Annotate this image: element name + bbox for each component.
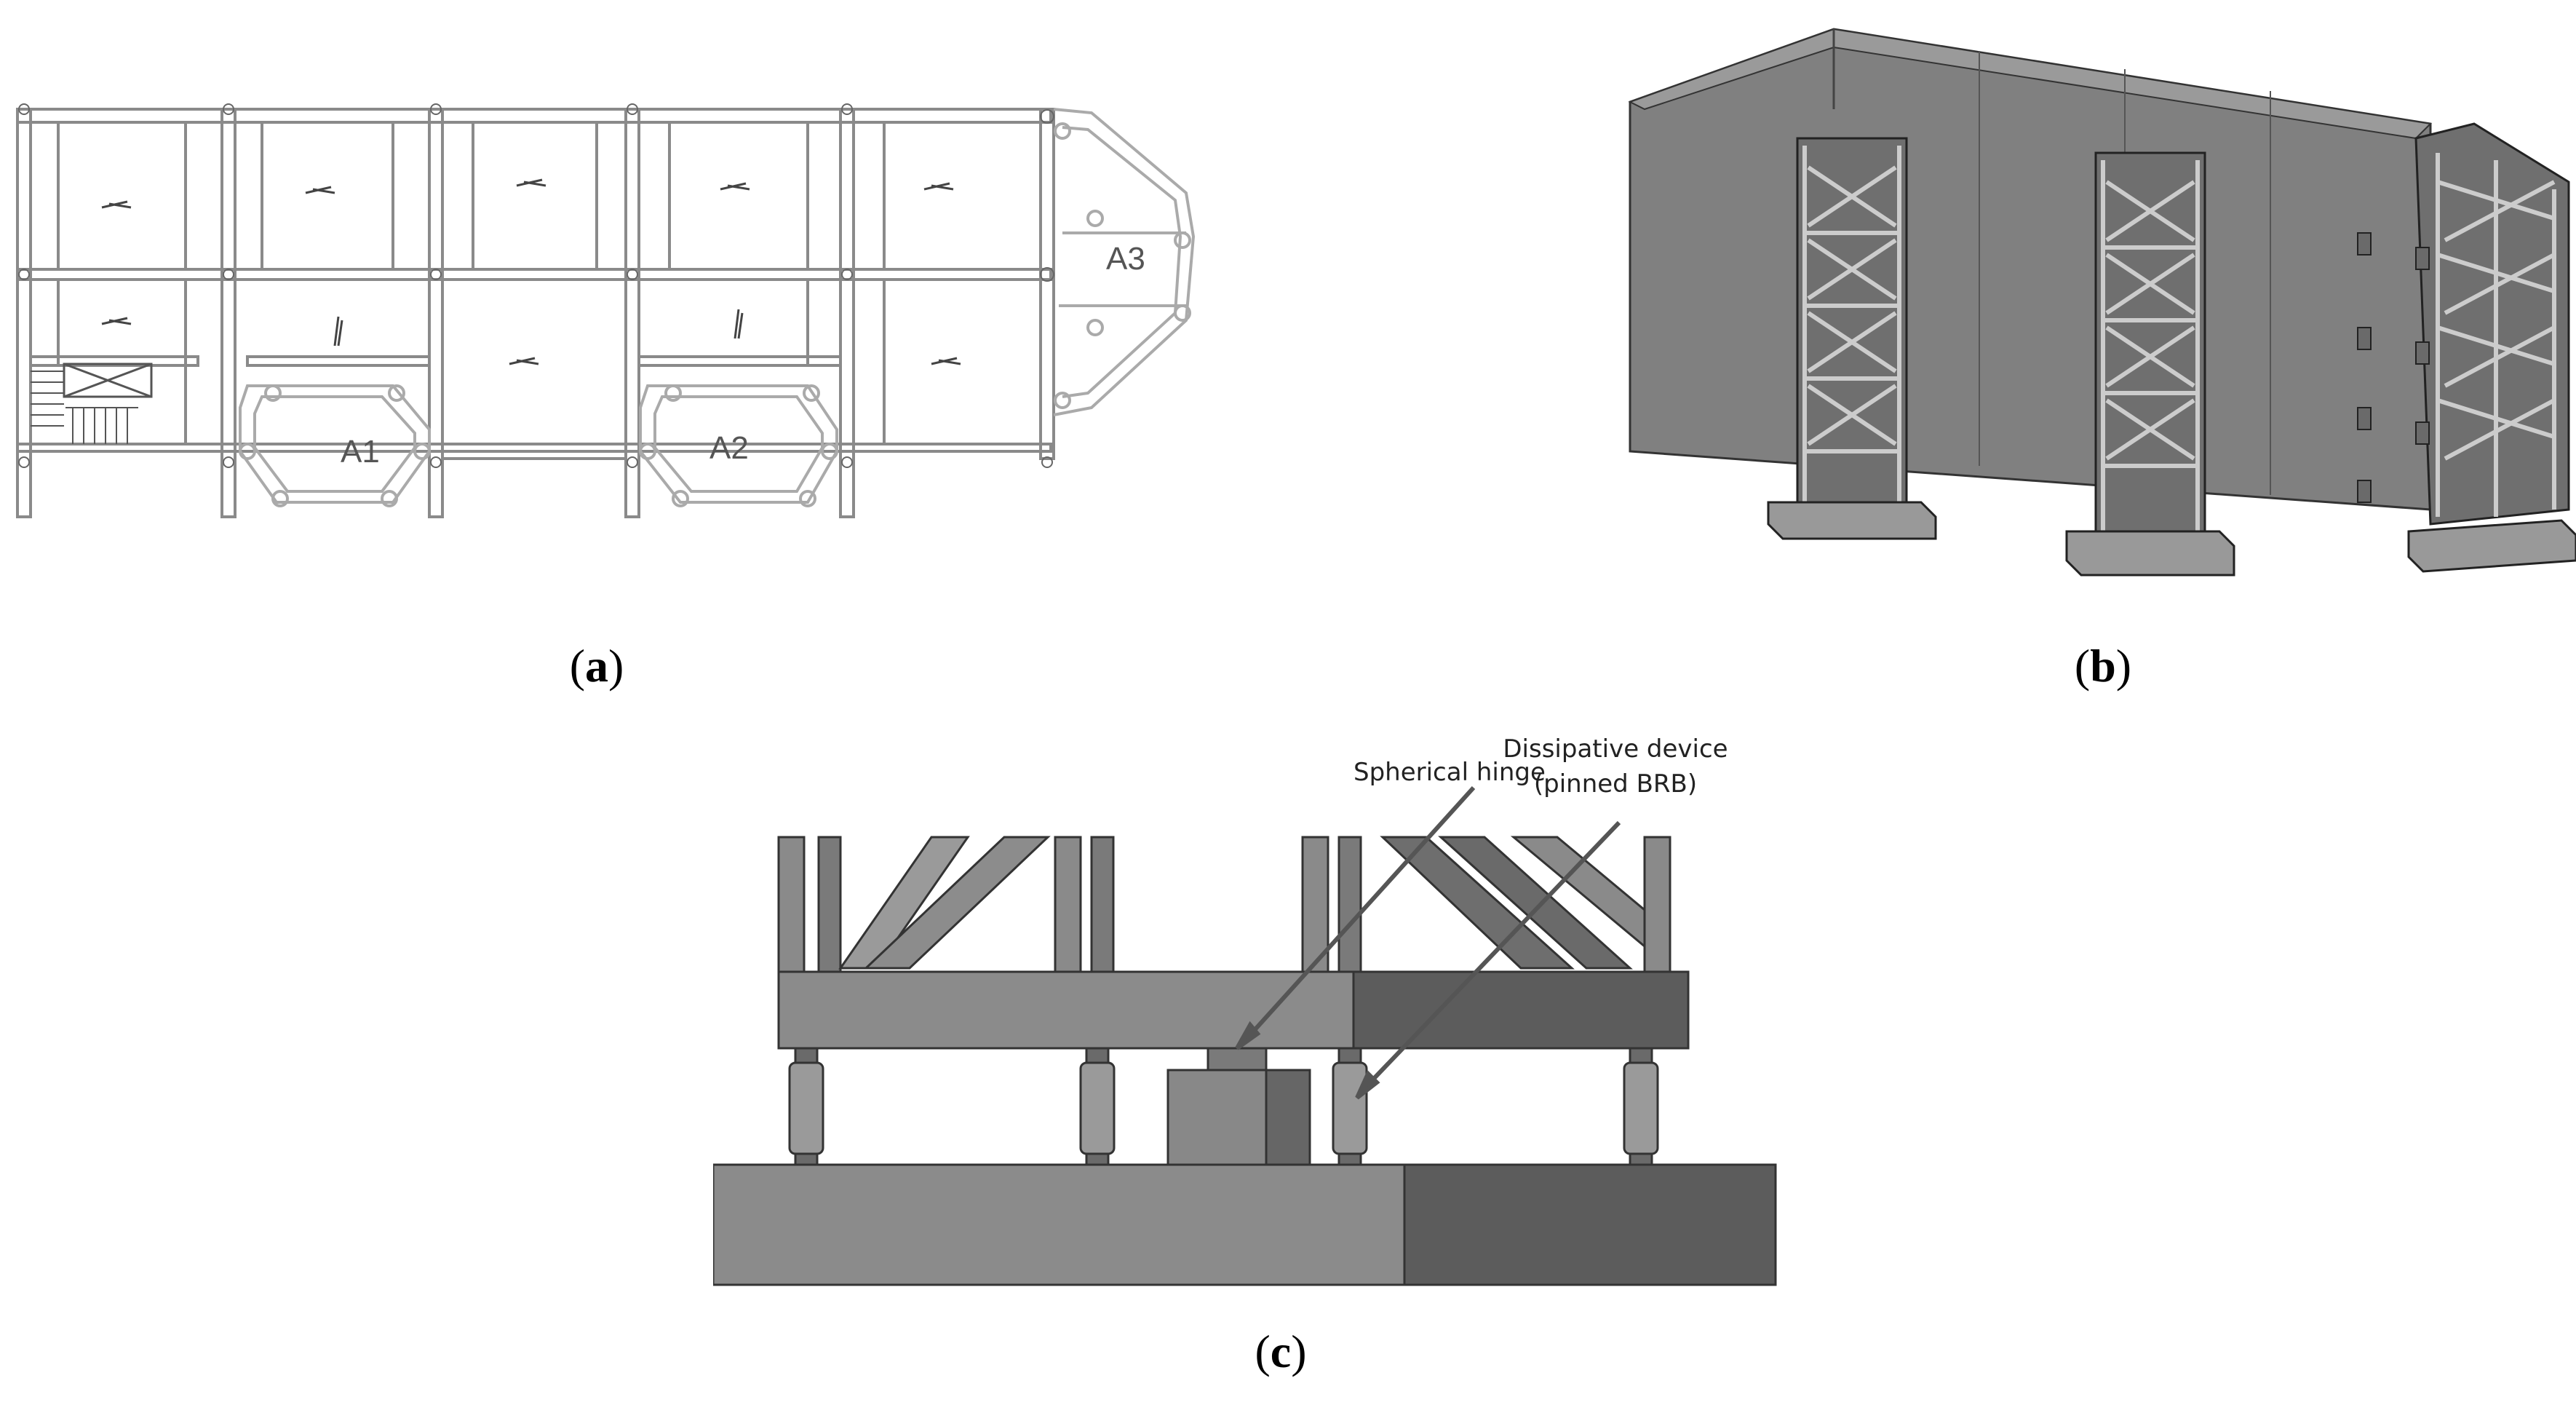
caption-a: (a)	[524, 639, 669, 693]
base-beam-front	[777, 970, 1355, 1050]
model-drawing	[1628, 28, 2576, 577]
floor-plan-drawing: A1 A2 A3	[16, 103, 1196, 518]
area-label-a3: A3	[1106, 241, 1145, 277]
stair-symbol	[31, 363, 153, 444]
label-spherical-hinge: Spherical hinge	[1353, 758, 1546, 787]
footing-side	[1403, 1163, 1777, 1286]
middle-beam	[16, 268, 1052, 281]
col-3	[428, 108, 444, 518]
caption-c-open: (	[1255, 1326, 1271, 1377]
annex-a3	[1053, 108, 1196, 416]
caption-c-letter: c	[1270, 1326, 1292, 1377]
truss-tower-3	[2407, 122, 2576, 573]
wall-front-face	[1629, 28, 2432, 511]
top-beam	[16, 108, 1052, 124]
area-label-a1: A1	[341, 434, 380, 470]
truss-tower-1	[1767, 137, 1937, 540]
span-arrows	[101, 178, 961, 365]
label-pinned-brb: (pinned BRB)	[1534, 769, 1697, 799]
caption-a-close: )	[608, 640, 624, 692]
caption-a-open: (	[569, 640, 585, 692]
caption-b-letter: b	[2090, 640, 2116, 692]
caption-b-open: (	[2074, 640, 2091, 692]
col-6	[1039, 108, 1055, 460]
col-5	[839, 108, 855, 518]
annex-a2	[639, 384, 838, 507]
footing-front	[713, 1163, 1406, 1286]
col-1	[16, 108, 32, 518]
annex-a1	[239, 384, 431, 507]
caption-c: (c)	[1208, 1325, 1353, 1379]
base-beam-side	[1352, 970, 1690, 1050]
col-2	[220, 108, 236, 518]
base-detail-drawing: Spherical hinge Dissipative device (pinn…	[713, 734, 1777, 1286]
label-dissipative-device: Dissipative device	[1503, 734, 1728, 764]
panel-a-floor-plan: A1 A2 A3	[0, 66, 1223, 531]
caption-b-close: )	[2115, 640, 2132, 692]
spherical-hinge	[1166, 1047, 1311, 1166]
column-markers	[18, 103, 1054, 468]
caption-b: (b)	[2030, 639, 2176, 693]
panel-b-3d-model	[1601, 0, 2576, 597]
caption-c-close: )	[1291, 1326, 1307, 1377]
annotation-arrows	[1235, 785, 1621, 1100]
col-4	[624, 108, 640, 518]
brb-devices	[788, 1047, 1659, 1170]
area-label-a2: A2	[709, 430, 749, 466]
truss-tower-2	[2065, 151, 2235, 577]
panel-c-base-detail: Spherical hinge Dissipative device (pinn…	[713, 728, 1877, 1310]
caption-a-letter: a	[585, 640, 608, 692]
